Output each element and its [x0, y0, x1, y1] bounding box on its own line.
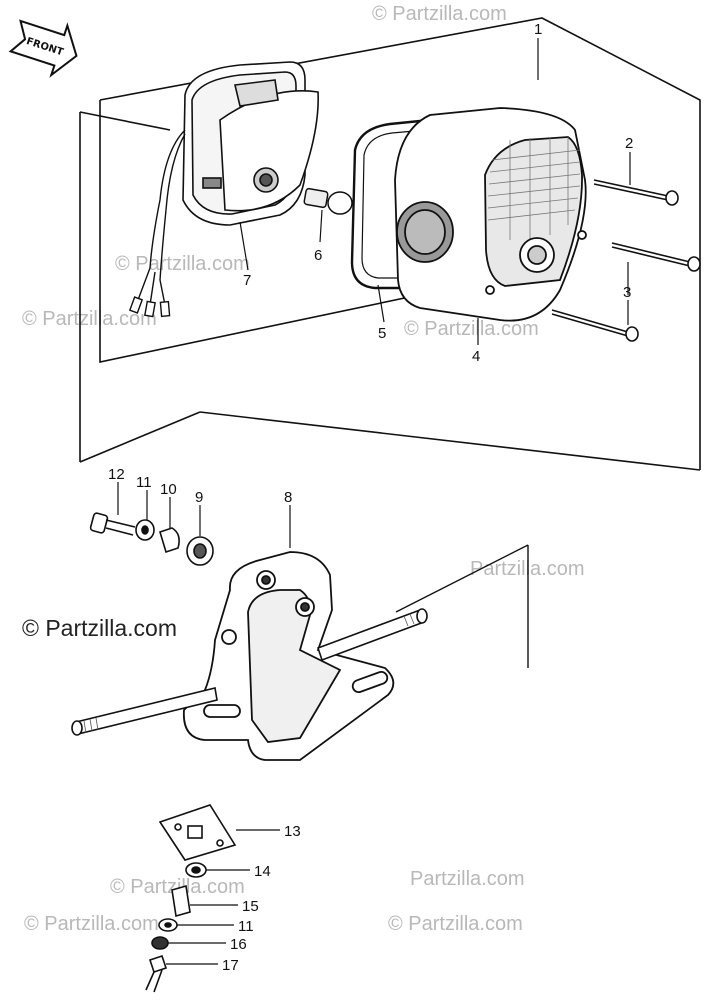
lens-screws: [551, 179, 701, 342]
watermark-lower-right: Partzilla.com: [410, 868, 524, 890]
callout-17: 17: [222, 957, 239, 974]
background-watermarks: © Partzilla.com © Partzilla.com © Partzi…: [22, 3, 584, 935]
callout-labels: 1 2 3 4 5 6 7 8 9 10 11 12 13 14 15 11 1…: [108, 21, 633, 974]
callout-12: 12: [108, 466, 125, 483]
lower-hardware-stack: [145, 804, 237, 993]
axle-shaft: [71, 608, 428, 736]
watermark-mid-right: Partzilla.com: [470, 558, 584, 580]
callout-1: 1: [534, 21, 542, 38]
taillight-lens: [394, 107, 587, 322]
leader-lines: [117, 38, 631, 965]
lower-frame: [395, 544, 529, 668]
watermark-bolt-area: © Partzilla.com: [110, 876, 245, 898]
watermark-left: © Partzilla.com: [22, 308, 157, 330]
callout-15: 15: [242, 898, 259, 915]
front-arrow-icon: FRONT: [8, 19, 78, 78]
watermark-main: © Partzilla.com: [22, 615, 177, 641]
callout-6: 6: [314, 247, 322, 264]
callout-7: 7: [243, 272, 251, 289]
callout-3: 3: [623, 284, 631, 301]
lamp-base-housing: [182, 61, 319, 226]
callout-4: 4: [472, 348, 480, 365]
wiring-harness: [128, 129, 186, 318]
callout-13: 13: [284, 823, 301, 840]
watermark-bottom-left: © Partzilla.com: [24, 913, 159, 935]
bulb: [303, 187, 353, 215]
callout-8: 8: [284, 489, 292, 506]
license-bracket: [182, 551, 395, 761]
watermark-upper-left: © Partzilla.com: [115, 253, 250, 275]
collar-15: [171, 884, 191, 918]
callout-9: 9: [195, 489, 203, 506]
callout-5: 5: [378, 325, 386, 342]
mounting-bolt-stack: [89, 512, 214, 566]
callout-2: 2: [625, 135, 633, 152]
callout-10: 10: [160, 481, 177, 498]
callout-16: 16: [230, 936, 247, 953]
watermark-right: © Partzilla.com: [404, 318, 539, 340]
callout-14: 14: [254, 863, 271, 880]
watermark-bottom-right: © Partzilla.com: [388, 913, 523, 935]
upper-assembly-frame: [79, 17, 701, 471]
plate-gasket: [158, 804, 237, 861]
callout-11-upper: 11: [136, 474, 152, 491]
watermark-top: © Partzilla.com: [372, 3, 507, 25]
callout-11-lower: 11: [238, 918, 254, 935]
bolt-17: [148, 954, 168, 974]
